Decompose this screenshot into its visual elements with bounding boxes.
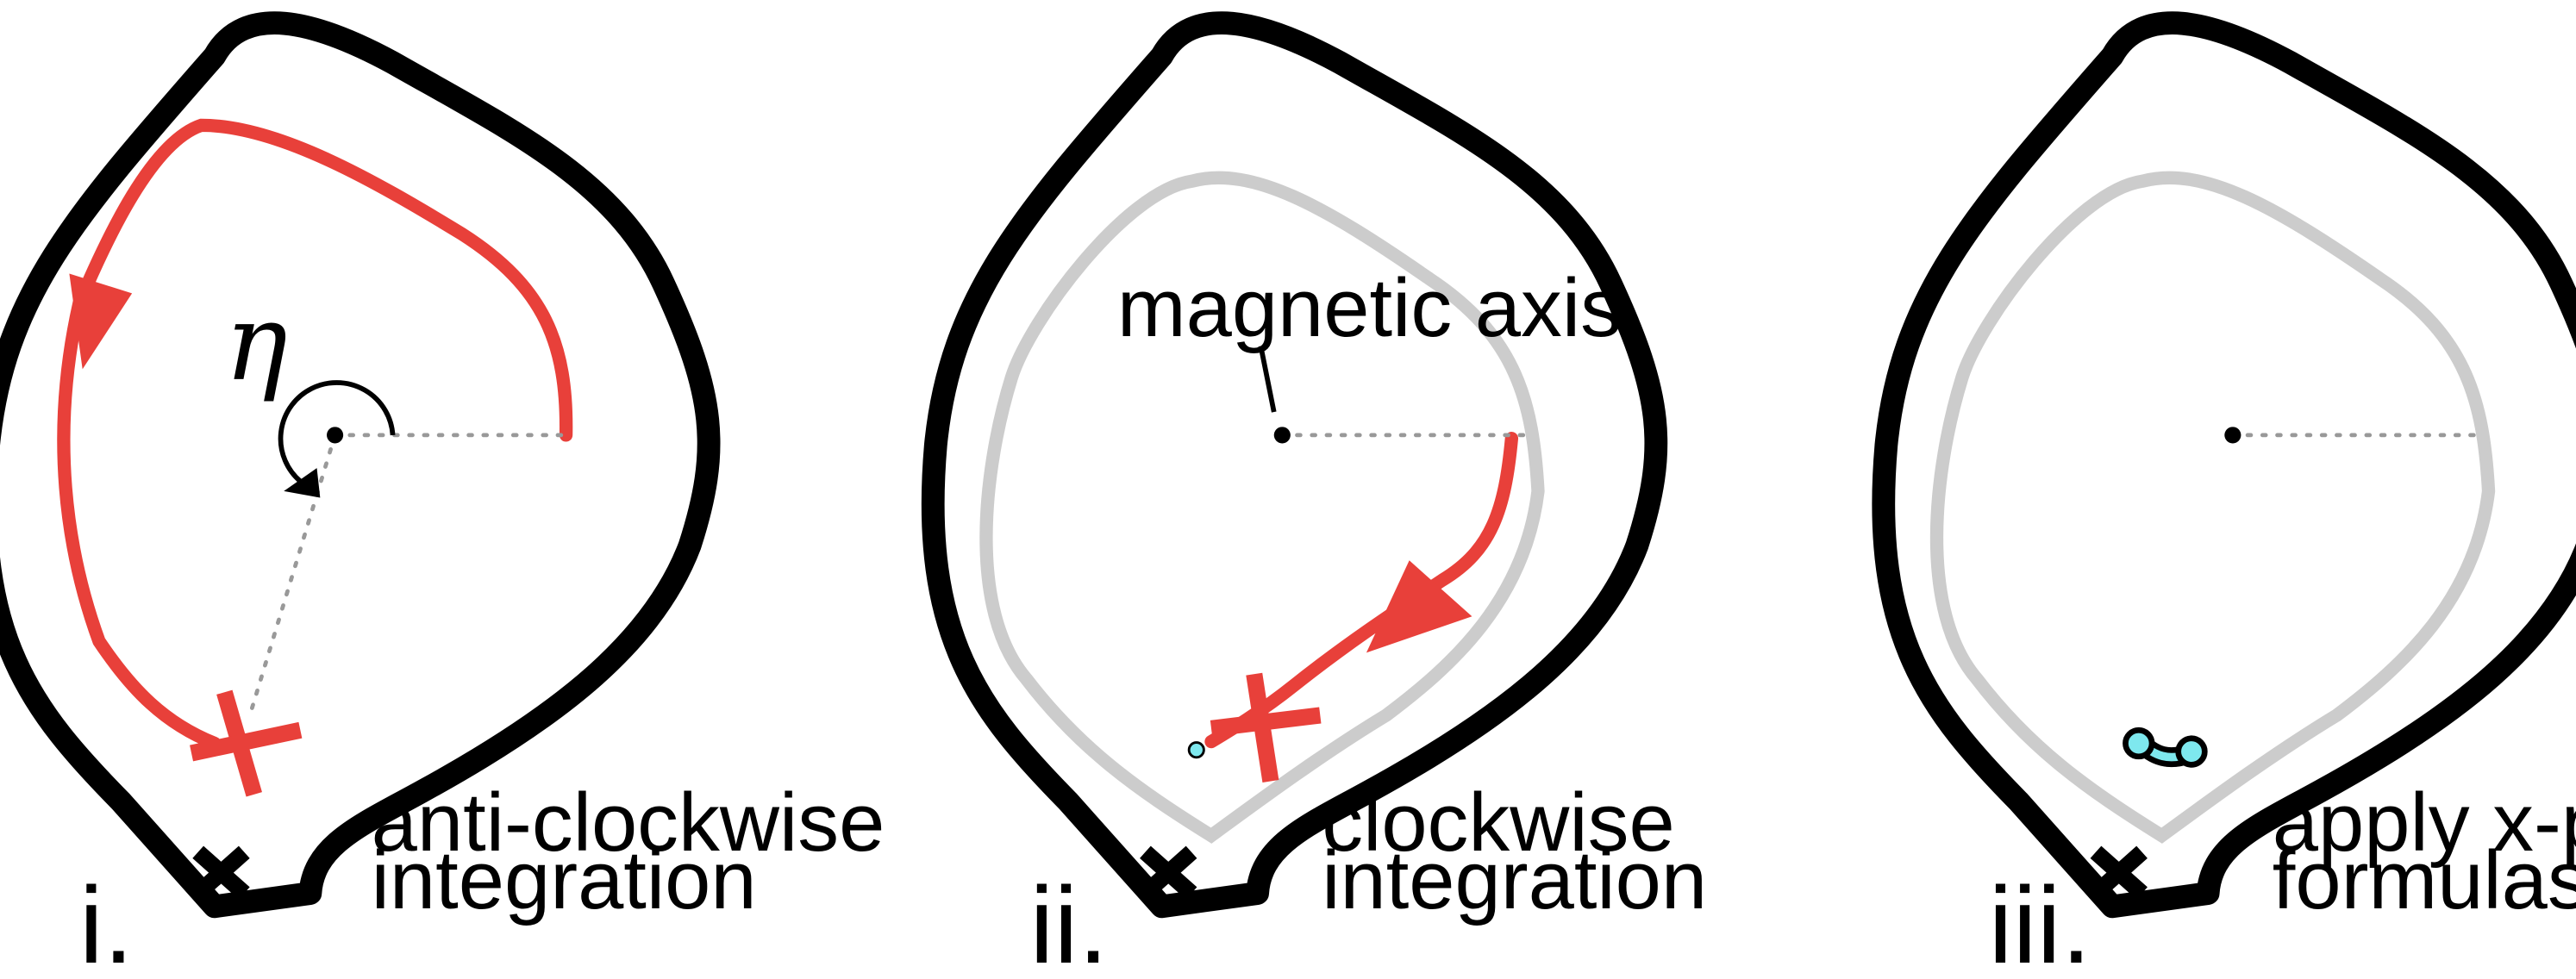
magnetic-axis-dot <box>327 427 344 444</box>
anticlockwise-path <box>57 118 573 751</box>
panel-2-numeral: ii. <box>1029 864 1108 979</box>
panel-3-caption-line2: formulas <box>2273 834 2576 926</box>
end-cross-marker <box>1210 672 1322 783</box>
magnetic-axis-dot <box>1273 427 1291 444</box>
panel-3-numeral: iii. <box>1989 864 2091 979</box>
panel-1-caption-line1: anti-clockwise <box>372 776 885 869</box>
plasma-boundary <box>1884 23 2576 907</box>
panel-1: η <box>0 23 709 907</box>
direction-arrow <box>1366 560 1472 653</box>
start-point-marker <box>1187 741 1205 759</box>
axis-label: magnetic axis <box>1117 262 1622 354</box>
panel-3-caption-line1: apply x-point <box>2273 776 2576 869</box>
axis-leader-line <box>1258 346 1277 413</box>
panel-1-caption-line2: integration <box>372 834 757 926</box>
panel-2-caption-line2: integration <box>1322 834 1707 926</box>
angle-arrow-icon <box>284 468 321 498</box>
x-point-marker <box>1140 845 1197 900</box>
plasma-boundary <box>0 23 709 907</box>
angle-arc <box>278 380 396 483</box>
panel-2 <box>933 23 1656 907</box>
x-point-endpoint <box>2175 735 2208 768</box>
angle-line <box>248 433 337 714</box>
x-point-marker <box>2090 845 2148 900</box>
magnetic-axis-dot <box>2224 427 2241 444</box>
panel-1-numeral: i. <box>79 864 134 979</box>
end-cross-marker <box>190 689 303 797</box>
direction-arrow <box>69 273 133 370</box>
panel-2-caption-line1: clockwise <box>1322 776 1674 869</box>
x-point-marker <box>192 845 250 900</box>
x-point-endpoint <box>2123 726 2155 760</box>
panel-3 <box>1884 23 2576 907</box>
angle-symbol: η <box>224 281 287 404</box>
